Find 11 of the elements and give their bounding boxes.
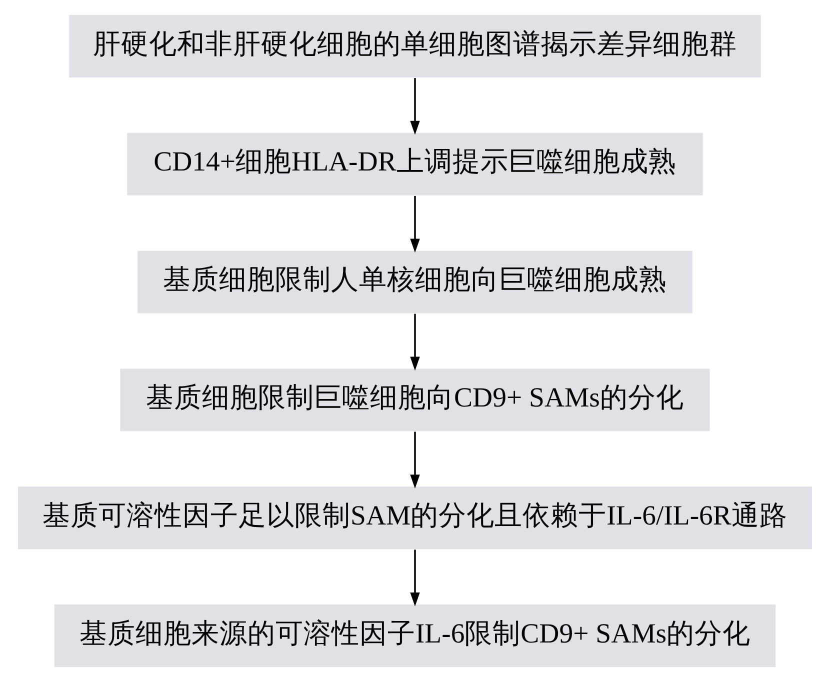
node-box: 肝硬化和非肝硬化细胞的单细胞图谱揭示差异细胞群 <box>69 15 761 78</box>
arrow <box>410 78 420 135</box>
arrow <box>410 550 420 606</box>
node-box: 基质细胞限制人单核细胞向巨噬细胞成熟 <box>138 250 692 314</box>
arrow <box>410 196 420 253</box>
node-box: 基质细胞限制巨噬细胞向CD9+ SAMs的分化 <box>120 368 710 432</box>
node-box: 基质细胞来源的可溶性因子IL-6限制CD9+ SAMs的分化 <box>54 604 776 667</box>
node-box: 基质可溶性因子足以限制SAM的分化且依赖于IL-6/IL-6R通路 <box>18 486 812 550</box>
node-box: CD14+细胞HLA-DR上调提示巨噬细胞成熟 <box>127 132 703 196</box>
arrow <box>410 432 420 488</box>
arrow <box>410 314 420 371</box>
